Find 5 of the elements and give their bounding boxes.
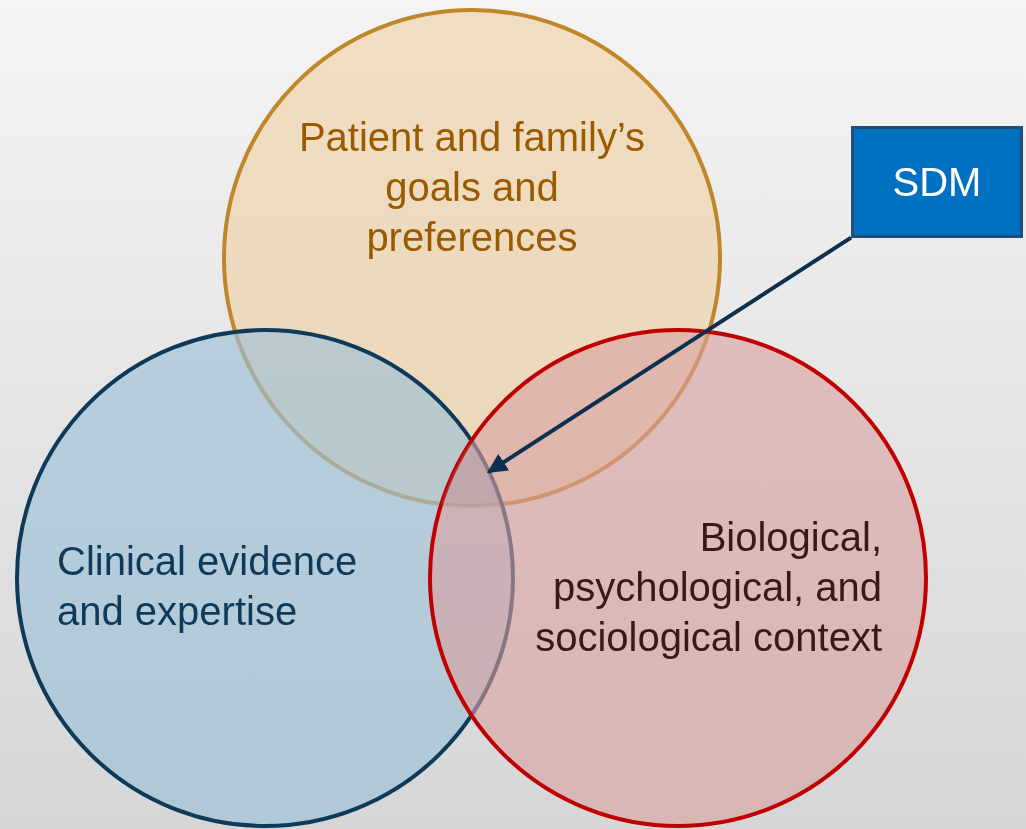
circle-label: Clinical evidence and expertise <box>57 538 359 635</box>
label-box: SDM <box>851 126 1023 238</box>
circle-label: Biological, psychological, and sociological context <box>534 514 882 661</box>
circle-label: Patient and family’s goals and preferences <box>297 114 647 261</box>
leader-arrow <box>487 235 853 474</box>
